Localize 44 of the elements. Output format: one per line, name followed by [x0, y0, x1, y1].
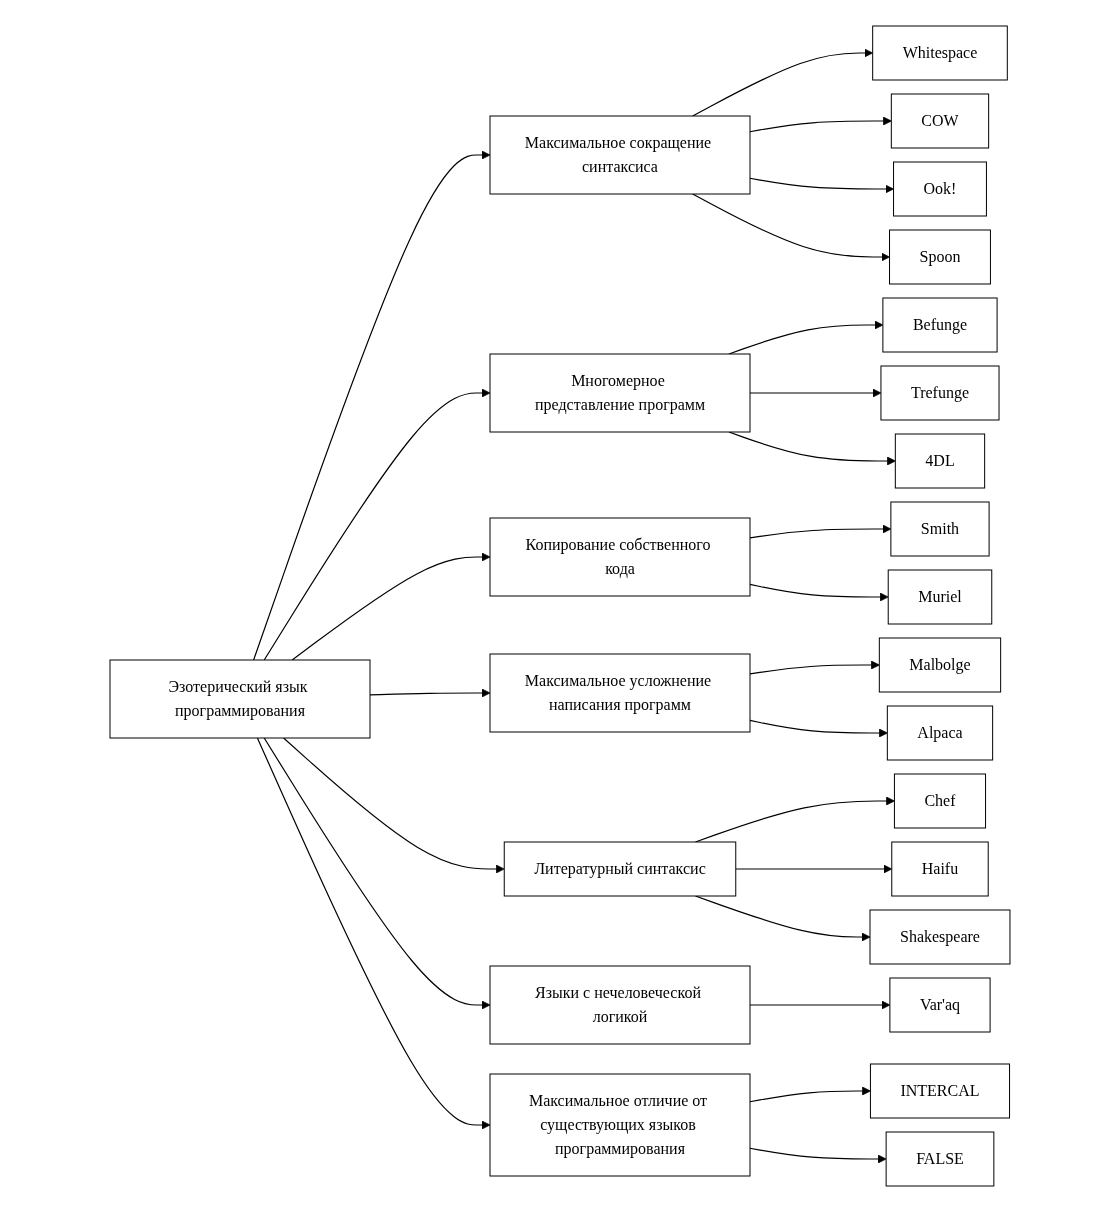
node-box: Spoon	[888, 229, 991, 284]
arrow	[748, 177, 894, 193]
arrow	[282, 736, 505, 873]
node-box: Trefunge	[879, 365, 1000, 420]
arrow	[291, 552, 490, 661]
node-box: Эзотерический язык программирования	[109, 659, 370, 738]
node-box: Whitespace	[871, 25, 1008, 80]
node-box: Многомерное представление программ	[489, 353, 750, 432]
node-box: Shakespeare	[869, 909, 1010, 964]
arrow	[748, 116, 892, 132]
node-box: Максимальное усложнение написания программ	[489, 653, 750, 732]
arrow	[748, 388, 881, 397]
arrow	[263, 736, 490, 1009]
node-box: Максимальное сокращение синтаксиса	[489, 115, 750, 194]
node-box: Ook!	[892, 161, 987, 216]
node-box: Копирование собственного кода	[489, 517, 750, 596]
arrow	[748, 660, 880, 674]
arrow	[368, 688, 490, 697]
arrow	[748, 1000, 890, 1009]
arrow	[748, 719, 888, 737]
arrow	[748, 1147, 887, 1163]
node-box: 4DL	[894, 433, 985, 488]
arrow	[748, 524, 891, 538]
node-box: Muriel	[887, 569, 992, 624]
node-box: Литературный синтаксис	[503, 841, 736, 896]
arrow	[256, 736, 490, 1129]
arrow	[691, 192, 890, 261]
arrow	[748, 1086, 871, 1102]
arrow	[263, 388, 490, 661]
arrow	[252, 150, 490, 661]
node-box: FALSE	[885, 1131, 994, 1186]
node-box: Smith	[889, 501, 990, 556]
node-box: Befunge	[881, 297, 998, 352]
node-box: Максимальное отличие от существующих языков программирования	[489, 1073, 750, 1176]
node-box: Var'aq	[888, 977, 991, 1032]
node-box: Malbolge	[878, 637, 1001, 692]
node-box: Haifu	[890, 841, 989, 896]
node-box: Alpaca	[886, 705, 993, 760]
arrow	[748, 583, 889, 601]
node-box: COW	[890, 93, 989, 148]
node-box: Языки с нечеловеческой логикой	[489, 965, 750, 1044]
node-box: INTERCAL	[869, 1063, 1010, 1118]
node-box: Chef	[893, 773, 986, 828]
arrow	[734, 864, 892, 873]
